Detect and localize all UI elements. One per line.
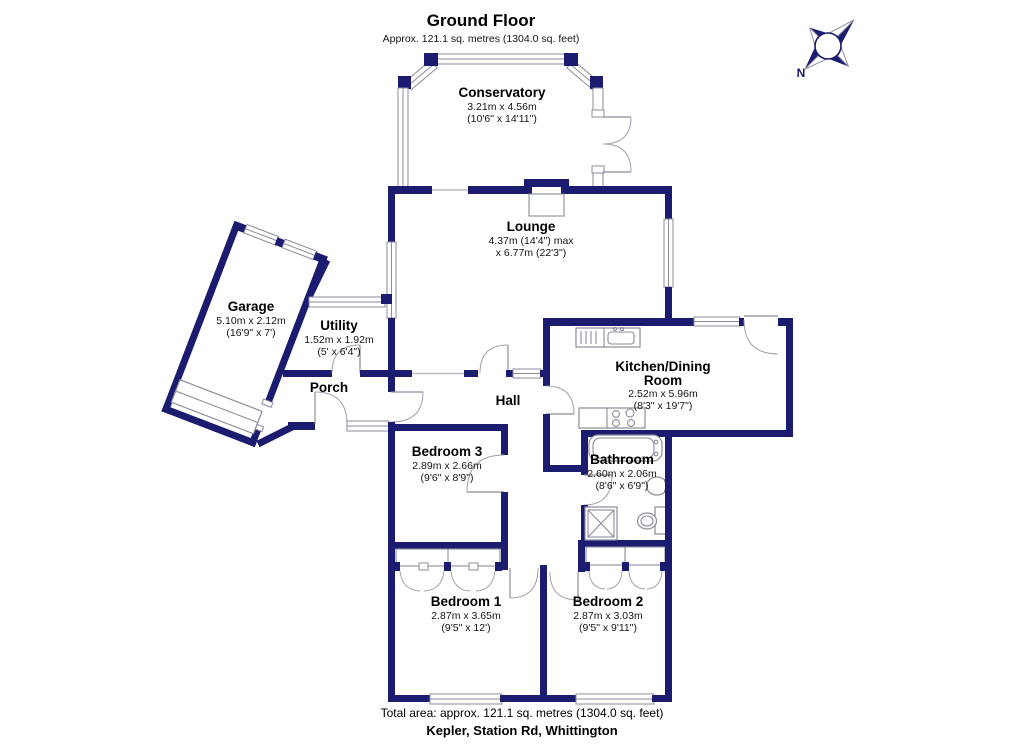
kitchen-hob [578,407,646,429]
room-label-garage: Garage [228,299,275,314]
room-label-bedroom3: Bedroom 3 [412,444,483,459]
garage-link-wall [256,423,294,448]
conservatory-window [592,87,604,111]
svg-text:(10'6" x 14'11"): (10'6" x 14'11") [467,113,537,125]
garage-structure [161,220,328,448]
fireplace-hearth [528,193,565,217]
svg-text:x 6.77m (22'3"): x 6.77m (22'3") [496,247,567,259]
svg-text:(5' x 6'4"): (5' x 6'4") [317,346,360,358]
room-label-bedroom2: Bedroom 2 [573,594,644,609]
svg-text:Room: Room [644,373,682,388]
room-label-hall: Hall [496,393,521,408]
svg-text:5.10m x 2.12m: 5.10m x 2.12m [216,315,286,327]
conservatory-structure [397,53,632,190]
compass-north-label: N [797,66,806,80]
utility-structure [283,294,392,377]
room-label-bathroom: Bathroom [590,452,654,467]
toilet [636,506,668,535]
room-label-kitchen: Kitchen/Dining [615,359,710,374]
kitchen-sink [575,326,641,348]
chimney-breast [524,179,569,187]
room-labels: Conservatory 3.21m x 4.56m (10'6" x 14'1… [216,85,710,634]
svg-text:(8'3" x 19'7"): (8'3" x 19'7") [634,400,693,412]
svg-text:(9'5" x 12'): (9'5" x 12') [441,622,490,634]
svg-text:2.89m x 2.66m: 2.89m x 2.66m [412,460,482,472]
shower [584,506,618,541]
bedroom1-wardrobe [393,548,502,592]
svg-text:2.60m x 2.06m: 2.60m x 2.06m [587,468,657,480]
room-label-porch: Porch [310,380,348,395]
svg-text:(16'9" x 7'): (16'9" x 7') [226,327,275,339]
svg-text:1.52m x 1.92m: 1.52m x 1.92m [304,334,374,346]
bathroom-structure [581,430,672,547]
page-subtitle: Approx. 121.1 sq. metres (1304.0 sq. fee… [383,33,580,45]
garage-door-jamb [261,398,274,408]
svg-text:(9'6" x 8'9"): (9'6" x 8'9") [421,472,474,484]
svg-text:2.52m x 5.96m: 2.52m x 5.96m [628,388,698,400]
page-title: Ground Floor [427,11,536,30]
total-area-text: Total area: approx. 121.1 sq. metres (13… [381,706,664,720]
bedroom2-wardrobe [583,546,667,590]
porch-structure [288,391,390,432]
bedroom3-structure [388,424,508,570]
svg-text:2.87m x 3.65m: 2.87m x 3.65m [431,610,501,622]
svg-text:3.21m x 4.56m: 3.21m x 4.56m [467,101,537,113]
lounge-structure [386,179,674,377]
svg-text:2.87m x 3.03m: 2.87m x 3.03m [573,610,643,622]
compass-rose: N [797,19,855,80]
kitchen-structure [543,315,793,472]
address-text: Kepler, Station Rd, Whittington [426,723,617,738]
garage-link-wall [303,258,331,303]
room-label-bedroom1: Bedroom 1 [431,594,502,609]
room-label-conservatory: Conservatory [458,85,546,100]
hall-lounge-wall [388,344,548,379]
left-outer-wall [388,377,424,702]
svg-text:4.37m (14'4") max: 4.37m (14'4") max [488,235,574,247]
svg-text:(8'6" x 6'9"): (8'6" x 6'9") [596,480,649,492]
bathtub [588,434,663,462]
room-label-lounge: Lounge [507,219,556,234]
bedrooms-structure [388,430,672,705]
svg-text:(9'5" x 9'11"): (9'5" x 9'11") [579,622,637,634]
room-label-utility: Utility [320,318,358,333]
